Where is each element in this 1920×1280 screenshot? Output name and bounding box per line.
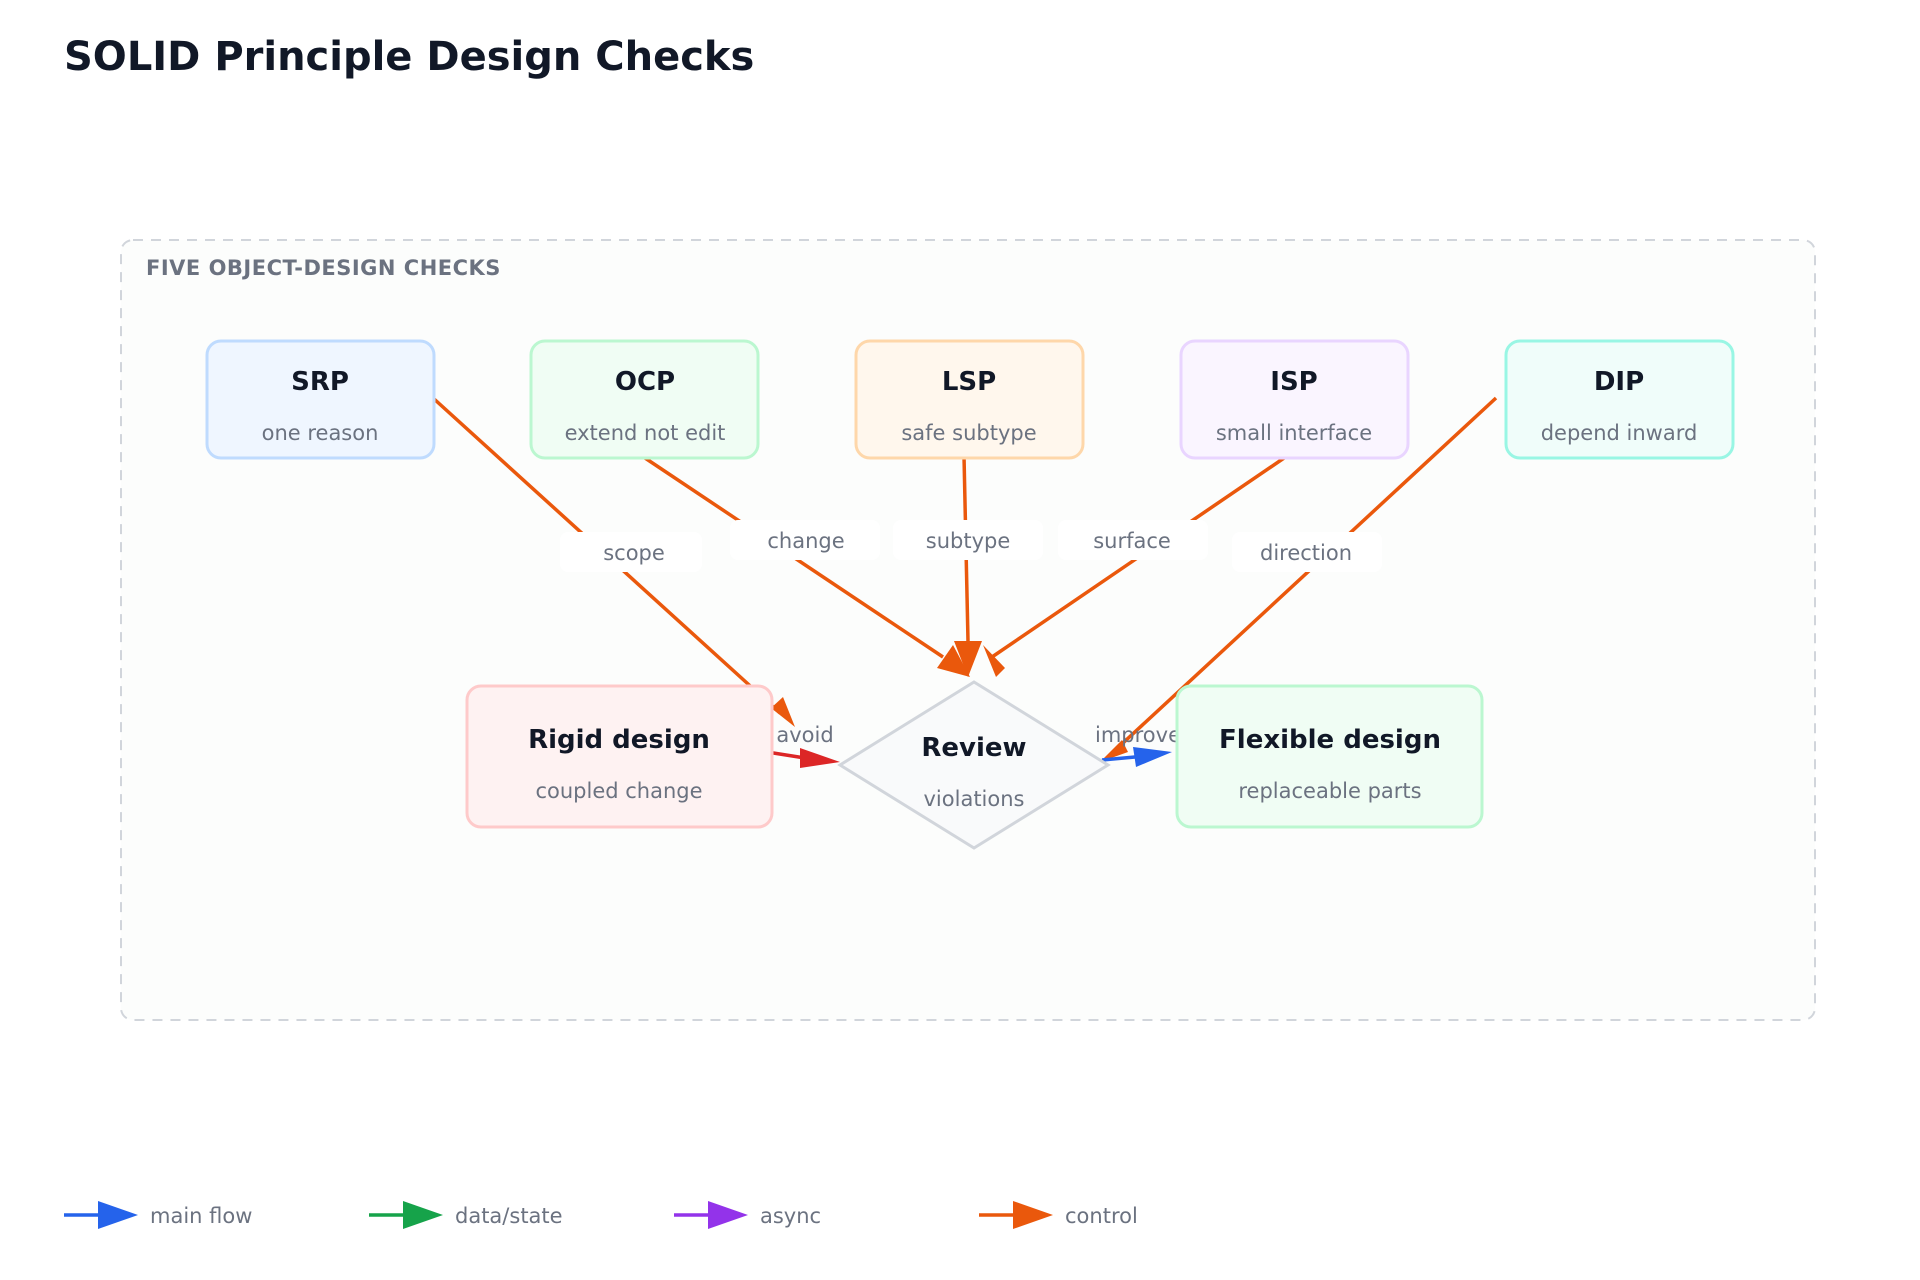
arrowhead-srp [771,697,795,727]
legend-item-data-state: data/state [369,1201,563,1229]
node-review-subtitle: violations [924,787,1025,811]
node-flexible-design: Flexible design replaceable parts [1175,684,1484,829]
arrowheads [766,641,1172,768]
legend-label-data-state: data/state [455,1204,563,1228]
arrowhead-isp [983,645,1005,677]
node-srp-subtitle: one reason [262,421,379,445]
node-dip-subtitle: depend inward [1541,421,1698,445]
arrowhead-rigid [800,748,840,768]
legend-item-control: control [979,1201,1138,1229]
legend-item-main-flow: main flow [64,1201,252,1229]
legend-label-async: async [760,1204,821,1228]
legend: main flow data/state async control [64,1201,1138,1229]
node-lsp: LSP safe subtype [854,339,1085,460]
edge-dip-flexible [1108,396,1498,757]
arrowhead-ocp [937,645,970,677]
group-label: FIVE OBJECT-DESIGN CHECKS [146,256,501,280]
node-dip-title: DIP [1594,367,1644,397]
node-srp: SRP one reason [205,339,436,460]
node-flexible-subtitle: replaceable parts [1238,779,1421,803]
edge-review-flexible [1101,755,1136,762]
node-srp-title: SRP [291,367,349,397]
node-ocp: OCP extend not edit [529,339,760,460]
edge-label-direction: direction [1260,541,1352,565]
legend-label-main-flow: main flow [150,1204,252,1228]
page-title: SOLID Principle Design Checks [64,34,755,80]
node-ocp-title: OCP [615,367,675,397]
edge-label-improve: improve [1095,723,1181,747]
node-review: Review violations [837,680,1111,850]
arrowhead-flexible [1133,747,1172,767]
legend-item-async: async [674,1201,821,1229]
legend-label-control: control [1065,1204,1138,1228]
edge-label-avoid: avoid [776,723,833,747]
node-isp-title: ISP [1270,367,1317,397]
node-isp: ISP small interface [1179,339,1410,460]
node-rigid-design: Rigid design coupled change [465,684,774,829]
edge-label-scope: scope [603,541,665,565]
node-rigid-subtitle: coupled change [535,779,702,803]
node-isp-subtitle: small interface [1216,421,1372,445]
node-flexible-title: Flexible design [1219,725,1441,755]
node-lsp-title: LSP [942,367,996,397]
edge-label-change: change [767,529,844,553]
edge-labels: scope change subtype surface direction a… [560,520,1382,747]
node-ocp-subtitle: extend not edit [565,421,726,445]
edge-label-surface: surface [1093,529,1171,553]
node-rigid-title: Rigid design [528,725,710,755]
arrowhead-dip [1100,740,1128,762]
edge-label-subtype: subtype [926,529,1011,553]
node-review-title: Review [921,733,1026,763]
arrowhead-lsp [954,641,982,677]
node-lsp-subtitle: safe subtype [901,421,1036,445]
node-dip: DIP depend inward [1504,339,1735,460]
